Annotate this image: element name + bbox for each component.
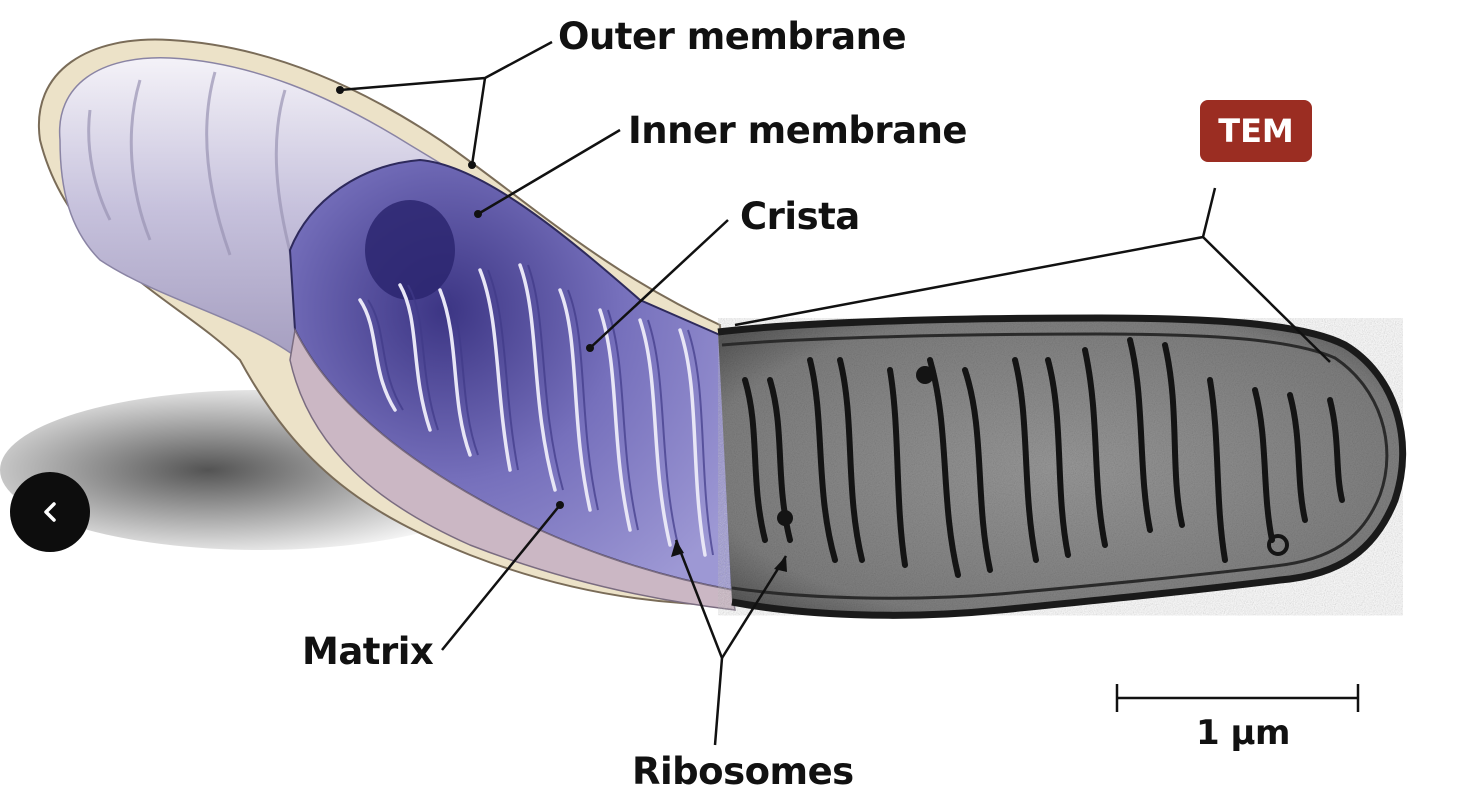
leader-dots: [336, 86, 594, 509]
crista-leader: [589, 219, 729, 349]
outer-membrane-leader: [339, 40, 553, 92]
tem-micrograph: [717, 314, 1407, 619]
back-button[interactable]: [10, 472, 90, 552]
inner-membrane-opening: [365, 200, 455, 300]
scale-bar: [1115, 684, 1360, 712]
ribosome-arrowheads: [671, 540, 787, 572]
crista-fold-shadows: [367, 264, 714, 556]
ribosomes-leader-right: [720, 555, 788, 659]
label-ribosomes: Ribosomes: [632, 750, 854, 793]
outer-surface-ridges: [87, 71, 297, 271]
label-matrix: Matrix: [302, 630, 434, 673]
chevron-left-icon: [44, 502, 56, 522]
label-inner-membrane: Inner membrane: [628, 109, 968, 152]
outer-membrane-leader-2: [470, 77, 487, 166]
scale-bar-label: 1 µm: [1196, 713, 1290, 753]
lower-rim: [289, 327, 736, 611]
label-outer-membrane: Outer membrane: [558, 15, 907, 58]
tem-badge: TEM: [1200, 100, 1312, 162]
tem-leader-2: [1202, 236, 1331, 363]
label-crista: Crista: [740, 195, 860, 238]
leader-lines: [339, 40, 1331, 746]
inner-membrane-leader: [477, 128, 621, 216]
matrix-leader: [441, 504, 561, 651]
